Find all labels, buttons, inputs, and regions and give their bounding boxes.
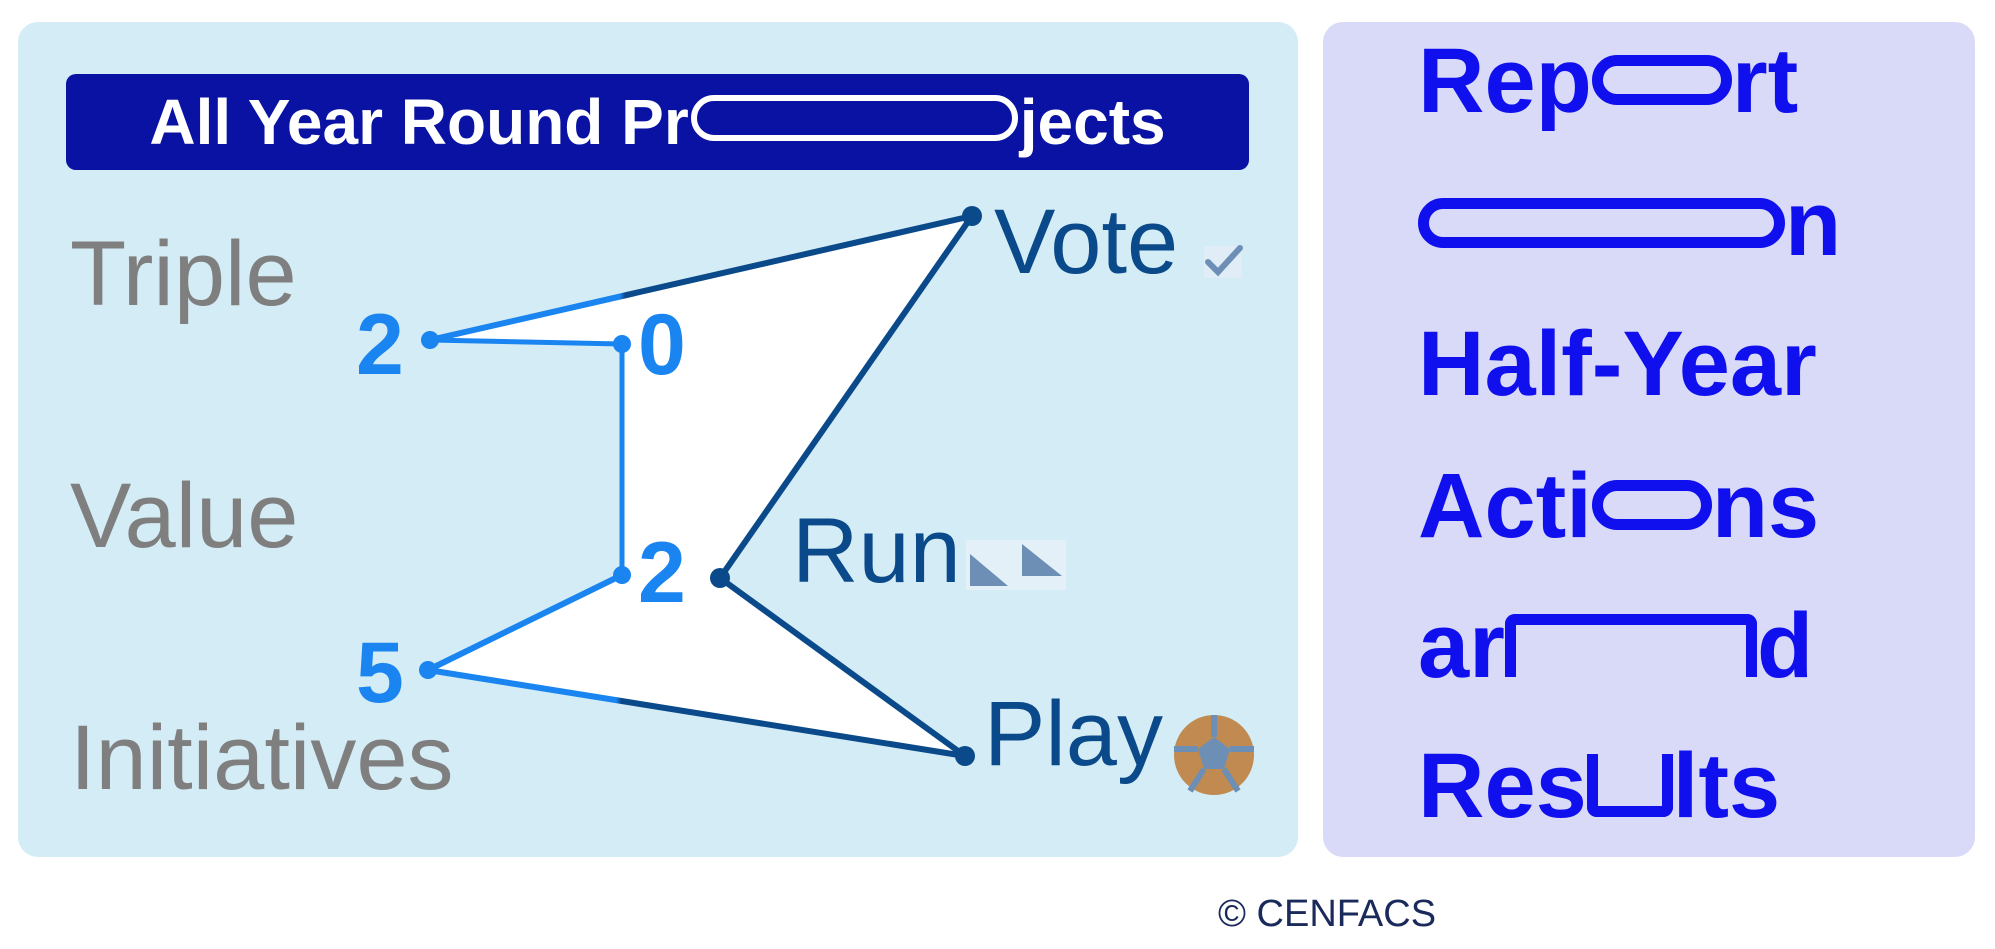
line-run-to-play [718, 575, 967, 759]
number-two-mid: 2 [638, 525, 686, 621]
title-text-end: jects [1019, 86, 1166, 158]
on-pill-shape [1418, 197, 1785, 248]
diagram-white-area [428, 216, 972, 756]
results-start: Res [1418, 735, 1587, 837]
dot-play [955, 746, 975, 766]
on-end: n [1785, 173, 1842, 275]
checkmark-icon [1204, 245, 1243, 278]
running-shoes-icon [966, 540, 1066, 590]
and-start: ar [1418, 595, 1505, 697]
results-u-shape [1586, 754, 1673, 817]
right-line-half-year: Half-Year [1418, 313, 1817, 415]
right-line-on: n [1418, 178, 1878, 270]
dot-zero [613, 335, 631, 353]
copyright-text: © CENFACS [1218, 893, 1437, 935]
action-play: Play [984, 683, 1163, 785]
word-value: Value [70, 465, 299, 567]
and-lid-shape [1504, 614, 1757, 677]
right-panel [1323, 22, 1975, 857]
title-pill-shape [690, 95, 1018, 141]
line-two-to-zero [429, 337, 623, 347]
title-text-start: All Year Round Pr [149, 86, 689, 158]
word-initiatives: Initiatives [70, 707, 454, 809]
line-vote-to-run [717, 214, 975, 580]
dot-run [710, 568, 730, 588]
actions-pill-shape [1591, 479, 1712, 530]
number-two-top: 2 [356, 297, 404, 393]
number-five: 5 [356, 625, 404, 721]
actions-end: ns [1711, 455, 1820, 557]
actions-start: Acti [1418, 455, 1592, 557]
and-end: d [1756, 595, 1814, 697]
line-two-to-vote [429, 213, 973, 343]
action-run: Run [792, 500, 961, 602]
dot-five [419, 661, 437, 679]
report-start: Rep [1418, 30, 1592, 132]
results-end: lts [1672, 735, 1781, 837]
report-pill-shape [1591, 54, 1732, 105]
football-icon [1174, 715, 1254, 795]
report-end: rt [1731, 30, 1799, 132]
number-zero: 0 [638, 297, 686, 393]
action-vote: Vote [994, 191, 1179, 293]
line-two-to-five [426, 572, 624, 673]
dot-vote [962, 206, 982, 226]
dot-two-mid [613, 566, 631, 584]
dot-two-top [421, 331, 439, 349]
line-five-to-play [427, 667, 966, 759]
title-bar: All Year Round Pr jects [66, 74, 1249, 170]
word-triple: Triple [70, 223, 297, 325]
